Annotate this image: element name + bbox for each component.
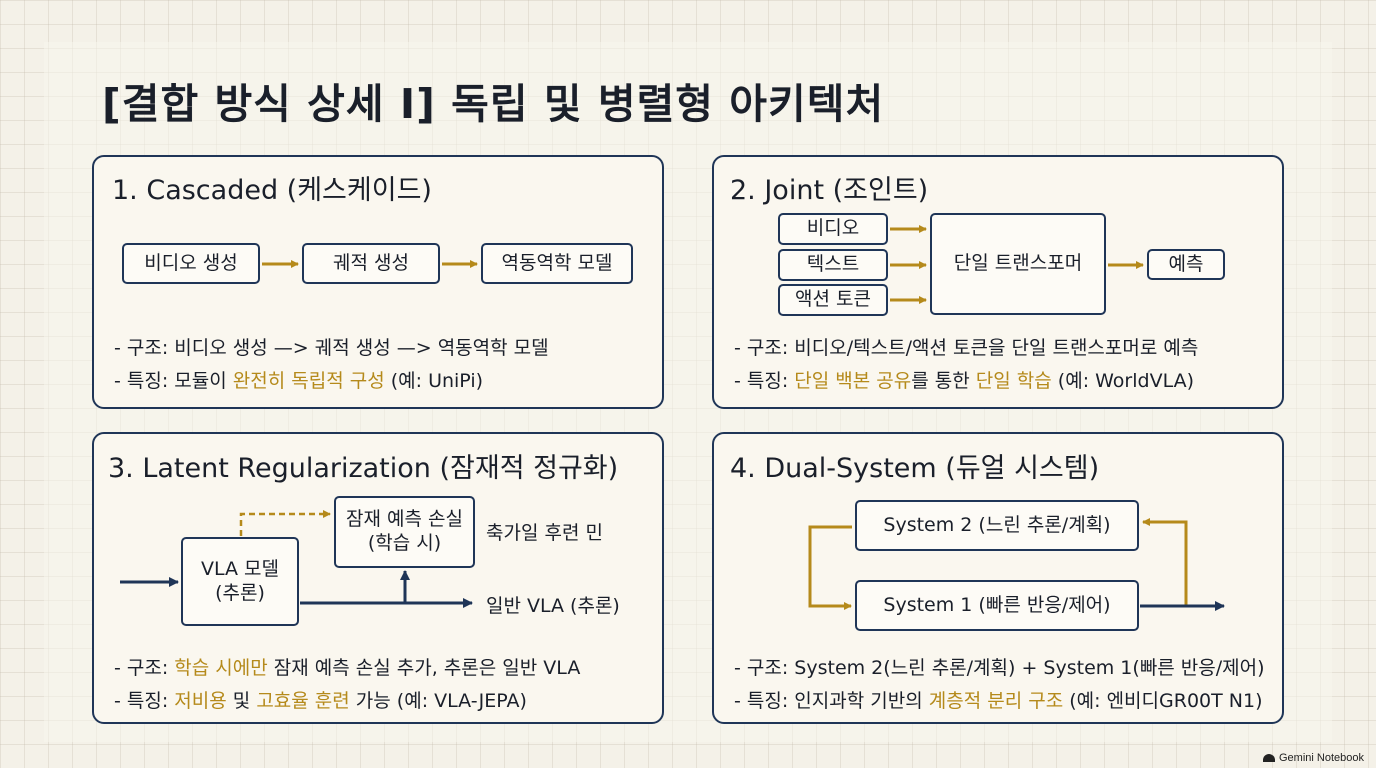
panel-dual-system [712, 432, 1284, 724]
cascaded-feature-text: - 특징: 모듈이 완전히 독립적 구성 (예: UniPi) [114, 370, 484, 392]
latent-feature-text: - 특징: 저비용 및 고효율 훈련 가능 (예: VLA-JEPA) [114, 690, 527, 712]
joint-feature-text: - 특징: 단일 백본 공유를 통한 단일 학습 (예: WorldVLA) [734, 370, 1195, 392]
highlight: 완전히 독립적 구성 [232, 370, 385, 392]
gemini-notebook-icon [1263, 754, 1275, 762]
trajectory-generation-box: 궤적 생성 [302, 243, 440, 284]
vla-model-box: VLA 모델 (추론) [181, 537, 299, 626]
highlight: 단일 학습 [975, 370, 1052, 392]
brand-label: Gemini Notebook [1279, 752, 1364, 764]
highlight: 계층적 분리 구조 [928, 690, 1064, 712]
single-transformer-box: 단일 트랜스포머 [930, 213, 1106, 315]
highlight: 학습 시에만 [174, 657, 268, 679]
inverse-dynamics-box: 역동역학 모델 [481, 243, 633, 284]
cascaded-structure-text: - 구조: 비디오 생성 —> 궤적 생성 —> 역동역학 모델 [114, 337, 549, 359]
highlight: 단일 백본 공유 [794, 370, 912, 392]
input-text-box: 텍스트 [778, 249, 888, 281]
highlight: 고효율 훈련 [256, 690, 350, 712]
input-video-box: 비디오 [778, 213, 888, 245]
panel-cascaded-title: 1. Cascaded (케스케이드) [112, 175, 432, 206]
joint-structure-text: - 구조: 비디오/텍스트/액션 토큰을 단일 트랜스포머로 예측 [734, 337, 1199, 359]
dual-feature-text: - 특징: 인지과학 기반의 계층적 분리 구조 (예: 엔비디GR00T N1… [734, 690, 1263, 712]
inference-output-label: 일반 VLA (추론) [486, 595, 620, 617]
prediction-box: 예측 [1147, 249, 1225, 280]
input-action-token-box: 액션 토큰 [778, 284, 888, 316]
side-note-text: 축가일 후련 민 [486, 522, 603, 544]
highlight: 저비용 [174, 690, 227, 712]
dual-structure-text: - 구조: System 2(느린 추론/계획) + System 1(빠른 반… [734, 657, 1265, 679]
video-generation-box: 비디오 생성 [122, 243, 260, 284]
system2-box: System 2 (느린 추론/계획) [855, 500, 1139, 551]
panel-dual-title: 4. Dual-System (듀얼 시스템) [730, 453, 1100, 484]
panel-joint-title: 2. Joint (조인트) [730, 175, 929, 206]
latent-prediction-loss-box: 잠재 예측 손실 (학습 시) [334, 496, 475, 568]
brand-watermark: Gemini Notebook [1263, 752, 1364, 764]
page-title: [결합 방식 상세 I] 독립 및 병렬형 아키텍처 [102, 80, 885, 128]
latent-structure-text: - 구조: 학습 시에만 잠재 예측 손실 추가, 추론은 일반 VLA [114, 657, 581, 679]
system1-box: System 1 (빠른 반응/제어) [855, 580, 1139, 631]
panel-latent-title: 3. Latent Regularization (잠재적 정규화) [108, 453, 619, 484]
